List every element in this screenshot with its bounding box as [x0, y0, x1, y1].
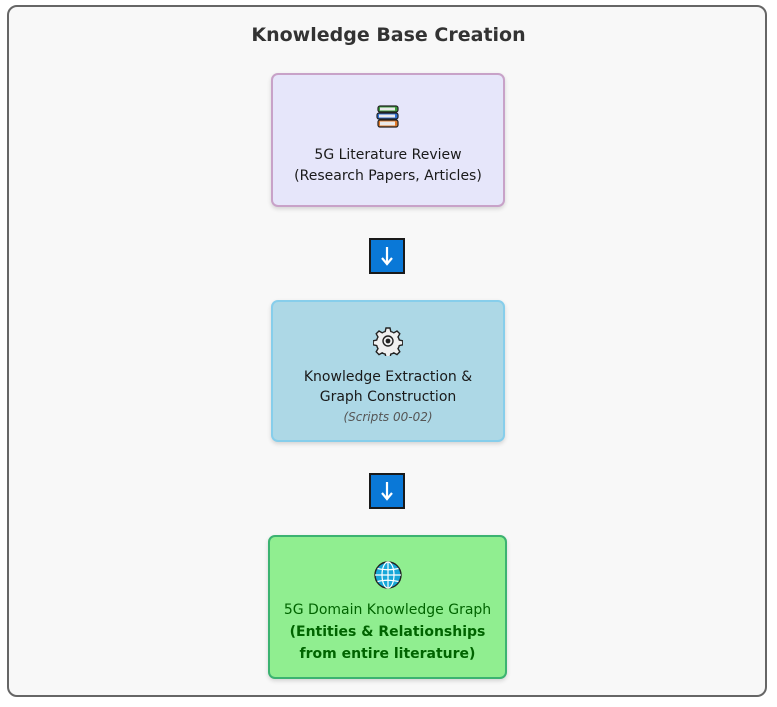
step-line: (Entities & Relationships — [289, 624, 486, 640]
books-icon — [273, 103, 503, 131]
step-literature-review: 5G Literature Review (Research Papers, A… — [271, 73, 505, 207]
step-domain-knowledge-graph: 5G Domain Knowledge Graph (Entities & Re… — [268, 535, 507, 679]
step-note: (Scripts 00-02) — [343, 410, 433, 424]
step-line: 5G Literature Review — [314, 147, 462, 163]
arrow-down-icon — [369, 473, 405, 509]
globe-icon — [270, 560, 505, 590]
step-knowledge-extraction: Knowledge Extraction & Graph Constructio… — [271, 300, 505, 442]
arrow-down-icon — [369, 238, 405, 274]
gear-icon — [273, 326, 503, 356]
step-line: Knowledge Extraction & — [303, 369, 473, 385]
step-line: Graph Construction — [319, 389, 457, 405]
step-line: (Research Papers, Articles) — [294, 168, 482, 184]
diagram-title: Knowledge Base Creation — [251, 24, 526, 46]
step-line: 5G Domain Knowledge Graph — [283, 602, 492, 618]
step-line: from entire literature) — [299, 646, 476, 662]
